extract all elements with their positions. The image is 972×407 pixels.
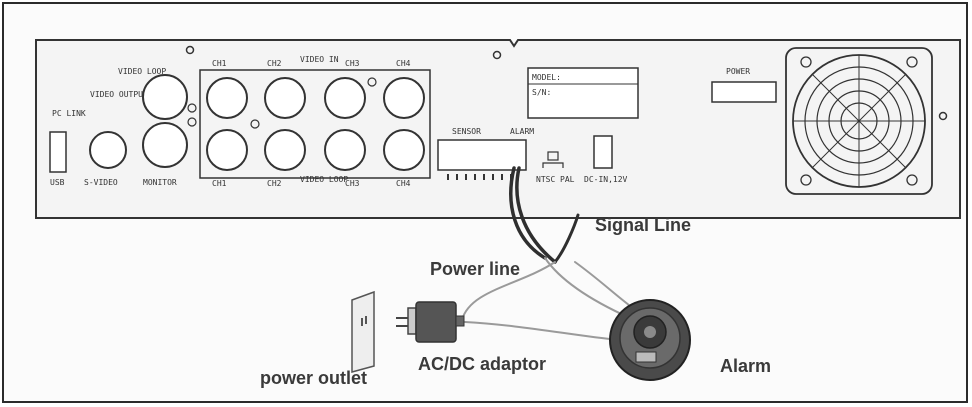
ch4-top-label: CH4 bbox=[396, 59, 411, 68]
channel-block bbox=[199, 69, 431, 179]
dvr-rear-panel: PC LINK USB VIDEO LOOP VIDEO OUTPUT S-VI… bbox=[35, 39, 961, 219]
signal-wire-branch bbox=[553, 213, 580, 264]
ac-dc-adaptor-icon bbox=[396, 301, 465, 343]
ch2-loop-connector bbox=[264, 129, 306, 171]
alarm-terminal-label: ALARM bbox=[510, 127, 534, 136]
alarm-device-icon bbox=[609, 299, 691, 381]
fan-grille-icon bbox=[785, 47, 933, 195]
ac-dc-adaptor-label: AC/DC adaptor bbox=[418, 354, 546, 374]
video-loop-top-label: VIDEO LOOP bbox=[118, 67, 166, 76]
adaptor-wire-2 bbox=[464, 321, 619, 341]
s-video-label: S-VIDEO bbox=[84, 178, 118, 187]
power-outlet-label: power outlet bbox=[260, 368, 367, 388]
monitor-connector bbox=[142, 122, 188, 168]
ch2-in-connector bbox=[264, 77, 306, 119]
ch3-top-label: CH3 bbox=[345, 59, 360, 68]
usb-label: USB bbox=[50, 178, 65, 187]
video-loop-bottom-label: VIDEO LOOP bbox=[300, 175, 348, 184]
wiring bbox=[461, 166, 639, 341]
video-standard-switch bbox=[547, 151, 559, 161]
pc-link-label: PC LINK bbox=[52, 109, 86, 118]
screw-icon bbox=[185, 45, 195, 55]
model-label: MODEL: bbox=[532, 73, 561, 82]
ch1-bottom-label: CH1 bbox=[212, 179, 227, 188]
dc-in-jack bbox=[593, 135, 613, 169]
sn-label: S/N: bbox=[532, 88, 551, 97]
ch4-bottom-label: CH4 bbox=[396, 179, 411, 188]
s-video-connector bbox=[89, 131, 127, 169]
ntsc-label: NTSC bbox=[536, 175, 555, 184]
pal-label: PAL bbox=[560, 175, 575, 184]
ch4-loop-connector bbox=[383, 129, 425, 171]
power-switch bbox=[711, 81, 777, 103]
video-in-label: VIDEO IN bbox=[300, 55, 339, 64]
alarm-label: Alarm bbox=[720, 356, 771, 376]
sensor-alarm-terminal bbox=[437, 139, 527, 171]
ch3-in-connector bbox=[324, 77, 366, 119]
power-line-label: Power line bbox=[430, 259, 520, 279]
screw-icon bbox=[492, 50, 502, 60]
ch3-bottom-label: CH3 bbox=[345, 179, 360, 188]
ch1-loop-connector bbox=[206, 129, 248, 171]
signal-wire-2 bbox=[515, 166, 557, 264]
monitor-label: MONITOR bbox=[143, 178, 177, 187]
signal-line-label: Signal Line bbox=[595, 215, 691, 235]
usb-port bbox=[49, 131, 67, 173]
screw-icon bbox=[938, 111, 948, 121]
power-line-wire-2 bbox=[574, 261, 639, 313]
video-loop-connector bbox=[142, 74, 188, 120]
dc-in-label: DC-IN,12V bbox=[584, 175, 628, 184]
ch1-top-label: CH1 bbox=[212, 59, 227, 68]
ch1-in-connector bbox=[206, 77, 248, 119]
model-plate bbox=[527, 67, 639, 119]
ch3-loop-connector bbox=[324, 129, 366, 171]
sensor-label: SENSOR bbox=[452, 127, 481, 136]
ch2-bottom-label: CH2 bbox=[267, 179, 282, 188]
power-outlet-icon bbox=[351, 290, 375, 373]
power-label: POWER bbox=[726, 67, 750, 76]
power-line-wire-1 bbox=[544, 257, 631, 319]
adaptor-wire-1 bbox=[461, 261, 556, 321]
ch4-in-connector bbox=[383, 77, 425, 119]
video-output-label: VIDEO OUTPUT bbox=[90, 90, 148, 99]
signal-wire-1 bbox=[509, 166, 547, 260]
ch2-top-label: CH2 bbox=[267, 59, 282, 68]
